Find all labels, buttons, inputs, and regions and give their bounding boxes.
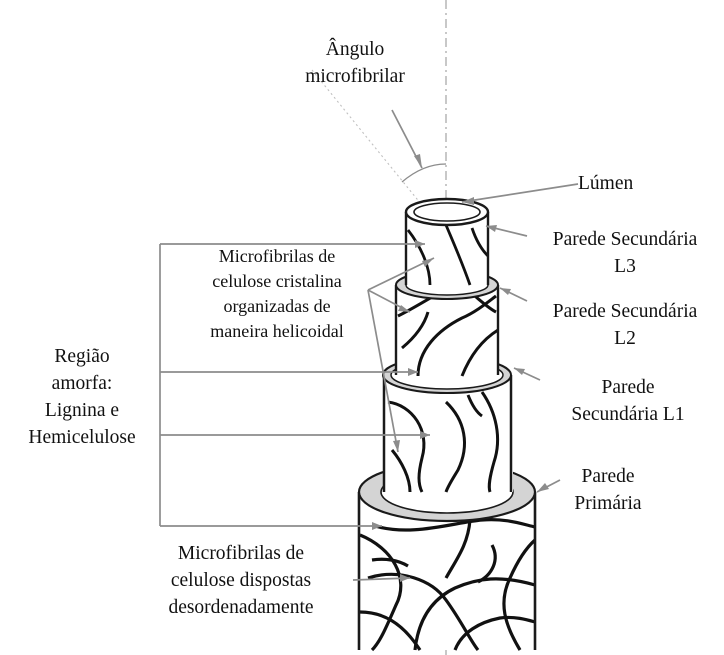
secondary-wall-l3-cylinder bbox=[404, 197, 490, 286]
lumen-label-line-1: Lúmen bbox=[578, 173, 634, 194]
s1-label: Parede Secundária L1 bbox=[548, 374, 708, 428]
primary-wall-label-line-2: Primária bbox=[574, 493, 642, 514]
primary-wall-label: Parede Primária bbox=[556, 463, 660, 517]
angle-label-line-2: microfibrilar bbox=[305, 66, 405, 87]
helical-label-line-4: maneira helicoidal bbox=[210, 321, 344, 341]
s1-label-line-2: Secundária L1 bbox=[571, 404, 685, 425]
amorphous-region-label: Região amorfa: Lignina e Hemicelulose bbox=[2, 343, 162, 451]
amorphous-label-line-4: Hemicelulose bbox=[28, 427, 136, 448]
s3-label: Parede Secundária L3 bbox=[528, 226, 722, 280]
amorphous-label-line-2: amorfa: bbox=[51, 373, 113, 394]
secondary-wall-l2-cylinder bbox=[394, 270, 500, 377]
disordered-microfibrils-label: Microfibrilas de celulose dispostas deso… bbox=[130, 540, 352, 621]
helical-label-line-1: Microfibrilas de bbox=[218, 246, 336, 266]
angle-label: Ângulo microfibrilar bbox=[282, 36, 428, 90]
s2-label: Parede Secundária L2 bbox=[528, 298, 722, 352]
lumen-label: Lúmen bbox=[578, 170, 660, 197]
disordered-label-line-2: celulose dispostas bbox=[170, 570, 312, 591]
primary-wall-label-line-1: Parede bbox=[581, 466, 635, 487]
secondary-wall-l1-cylinder bbox=[382, 356, 513, 493]
s3-label-line-1: Parede Secundária bbox=[552, 229, 698, 250]
s1-label-line-1: Parede bbox=[601, 377, 655, 398]
amorphous-label-line-3: Lignina e bbox=[44, 400, 120, 421]
s3-label-line-2: L3 bbox=[614, 256, 636, 277]
microfibril-direction-line bbox=[311, 69, 431, 216]
s2-label-line-1: Parede Secundária bbox=[552, 301, 698, 322]
amorphous-label-line-1: Região bbox=[54, 346, 110, 367]
helical-label-line-2: celulose cristalina bbox=[212, 271, 342, 291]
disordered-label-line-1: Microfibrilas de bbox=[177, 543, 305, 564]
angle-label-line-1: Ângulo bbox=[325, 39, 385, 60]
helical-label-line-3: organizadas de bbox=[223, 296, 331, 316]
angle-arc bbox=[401, 163, 447, 183]
disordered-label-line-3: desordenadamente bbox=[168, 597, 314, 618]
helical-microfibrils-label: Microfibrilas de celulose cristalina org… bbox=[170, 244, 384, 344]
callout-arrowheads bbox=[372, 154, 549, 582]
s2-label-line-2: L2 bbox=[614, 328, 636, 349]
